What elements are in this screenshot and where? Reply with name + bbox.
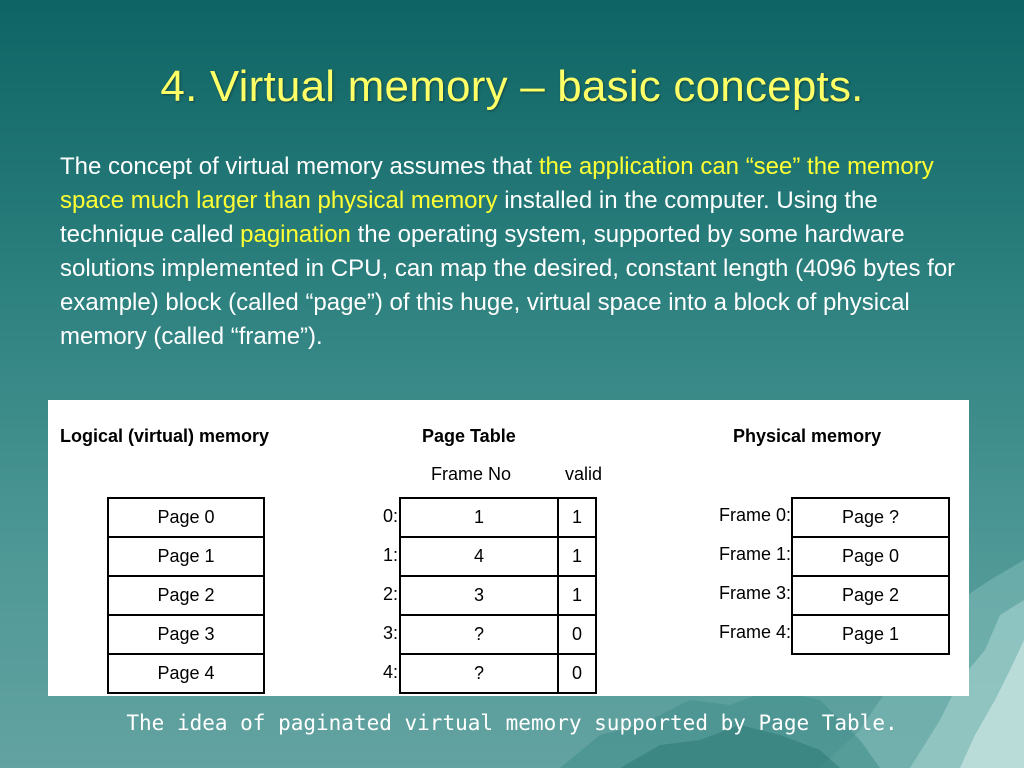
page-table-valid-cell: 0 <box>557 614 597 655</box>
page-table-index: 3: <box>382 623 398 643</box>
page-table-frame-cell: 4 <box>399 536 559 577</box>
page-table-index: 0: <box>382 506 398 526</box>
page-table-valid-cell: 1 <box>557 497 597 538</box>
physical-frame-label: Frame 1: <box>718 544 791 564</box>
page-table-frame-cell: 1 <box>399 497 559 538</box>
logical-page: Page 0 <box>107 497 265 538</box>
logical-memory-heading: Logical (virtual) memory <box>60 426 270 446</box>
figure-caption: The idea of paginated virtual memory sup… <box>126 711 898 735</box>
paging-diagram: Logical (virtual) memory Page Table Phys… <box>48 400 969 696</box>
physical-frame-label: Frame 0: <box>718 505 791 525</box>
physical-frame-cell: Page ? <box>791 497 950 538</box>
valid-column-header: valid <box>565 464 603 484</box>
page-table-frame-cell: ? <box>399 653 559 694</box>
page-table-index: 2: <box>382 584 398 604</box>
logical-page: Page 4 <box>107 653 265 694</box>
body-text-1: The concept of virtual memory assumes th… <box>60 153 539 180</box>
logical-page: Page 1 <box>107 536 265 577</box>
page-table-index: 1: <box>382 545 398 565</box>
body-highlight-2: pagination <box>240 221 351 248</box>
page-table-valid-cell: 1 <box>557 536 597 577</box>
page-table-frame-cell: ? <box>399 614 559 655</box>
physical-frame-cell: Page 2 <box>791 575 950 616</box>
physical-frame-cell: Page 1 <box>791 614 950 655</box>
page-table-index: 4: <box>382 662 398 682</box>
body-text-3: the operating system, supported by some … <box>60 221 956 350</box>
logical-page: Page 3 <box>107 614 265 655</box>
physical-frame-label: Frame 3: <box>718 583 791 603</box>
slide-title: 4. Virtual memory – basic concepts. <box>160 62 864 111</box>
page-table-frame-cell: 3 <box>399 575 559 616</box>
physical-frame-label: Frame 4: <box>718 622 791 642</box>
frame-no-column-header: Frame No <box>431 464 512 484</box>
physical-frame-cell: Page 0 <box>791 536 950 577</box>
page-table-valid-cell: 0 <box>557 653 597 694</box>
body-paragraph: The concept of virtual memory assumes th… <box>60 150 970 354</box>
physical-memory-heading: Physical memory <box>733 426 882 446</box>
page-table-heading: Page Table <box>422 426 516 446</box>
body-text-2: installed in the computer. Using the tec… <box>60 187 878 248</box>
body-highlight-1: the application can “see” the memory spa… <box>60 153 934 214</box>
page-table-valid-cell: 1 <box>557 575 597 616</box>
logical-page: Page 2 <box>107 575 265 616</box>
